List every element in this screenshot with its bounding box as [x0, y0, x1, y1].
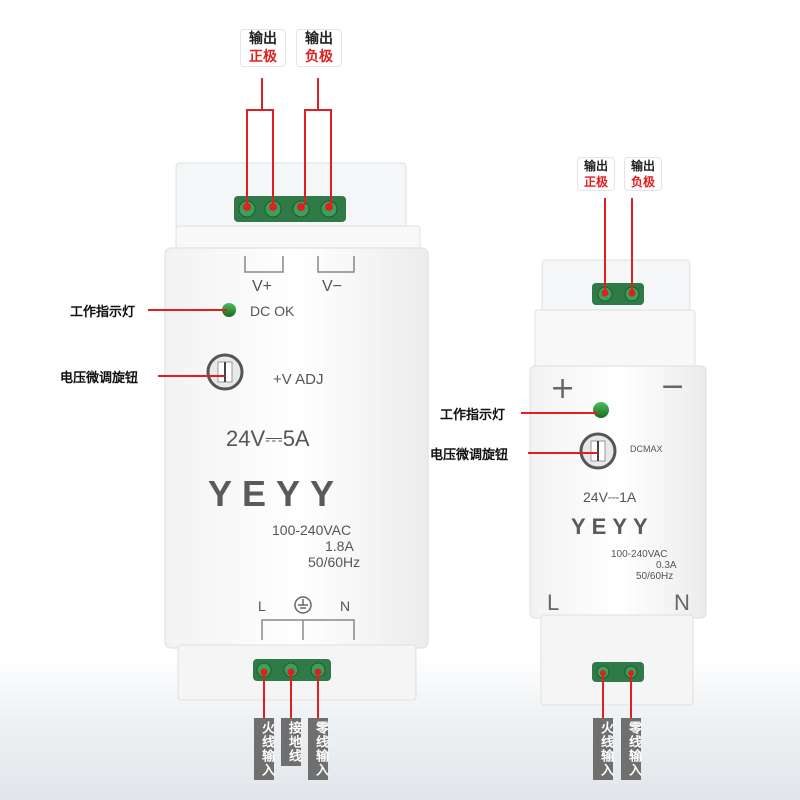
small-neutral-input-tag: 零线输入 — [621, 718, 641, 780]
ground-icon — [294, 596, 312, 614]
big-output-negative-tag: 输出 负极 — [297, 30, 341, 66]
big-output-negative-line2: 负极 — [305, 49, 333, 65]
small-power-supply: + − DCMAX 24V⎓1A YEYY 100-240VAC 0.3A 50… — [521, 198, 707, 718]
big-live-input-tag: 火线输入 — [254, 718, 274, 780]
big-ground-tag: 接地线 — [281, 718, 301, 766]
big-rating: 24V⎓5A — [226, 426, 310, 451]
small-plus: + — [550, 371, 575, 406]
small-output-positive-line2: 正极 — [583, 175, 608, 189]
small-output-negative-line2: 负极 — [630, 175, 655, 189]
big-spec-voltage: 100-240VAC — [272, 522, 351, 538]
small-spec-current: 0.3A — [656, 560, 677, 571]
small-indicator-label: 工作指示灯 — [440, 408, 506, 423]
big-dc-ok-led — [222, 303, 236, 317]
small-spec-freq: 50/60Hz — [636, 571, 673, 582]
small-output-positive-line1: 输出 — [583, 159, 608, 173]
big-output-positive-line1: 输出 — [249, 31, 277, 47]
big-terminal-vplus: V+ — [252, 278, 272, 295]
big-output-terminals — [234, 196, 346, 222]
small-output-positive-tag: 输出 正极 — [578, 158, 614, 190]
big-power-supply: V+ V− DC OK +V ADJ 24V⎓5A YEYY 100-240VA… — [148, 78, 429, 718]
big-terminal-vminus: V− — [322, 278, 342, 295]
big-spec-current: 1.8A — [325, 538, 354, 554]
small-knob-label: 电压微调旋钮 — [430, 448, 509, 463]
big-spec-freq: 50/60Hz — [308, 554, 360, 570]
big-output-positive-line2: 正极 — [249, 49, 277, 65]
small-output-negative-tag: 输出 负极 — [625, 158, 661, 190]
big-input-terminals — [253, 659, 331, 681]
small-bottom-N: N — [674, 590, 690, 615]
big-bottom-pointer-lines — [263, 672, 319, 718]
small-output-negative-line1: 输出 — [630, 159, 655, 173]
big-output-positive-tag: 输出 正极 — [241, 30, 285, 66]
small-spec-voltage: 100-240VAC — [611, 549, 668, 560]
small-bottom-L: L — [547, 590, 559, 615]
big-bottom-L: L — [258, 598, 266, 614]
big-bottom-N: N — [340, 598, 350, 614]
big-knob-label: 电压微调旋钮 — [60, 371, 139, 386]
big-dc-ok-text: DC OK — [250, 303, 295, 319]
small-knob-text: DCMAX — [630, 444, 663, 454]
small-input-terminals — [592, 662, 644, 682]
small-led — [593, 402, 609, 418]
small-live-input-tag: 火线输入 — [593, 718, 613, 780]
small-output-terminals — [592, 283, 644, 305]
big-adjust-text: +V ADJ — [273, 371, 323, 388]
small-rating: 24V⎓1A — [583, 489, 637, 505]
big-top-pointer-lines — [246, 78, 332, 205]
small-brand: YEYY — [571, 514, 654, 539]
big-indicator-label: 工作指示灯 — [70, 305, 136, 320]
big-neutral-input-tag: 零线输入 — [308, 718, 328, 780]
big-brand: YEYY — [208, 473, 344, 514]
small-adjust-knob — [579, 432, 617, 470]
small-minus: − — [660, 369, 685, 404]
big-adjust-knob — [206, 353, 244, 391]
big-output-negative-line1: 输出 — [305, 31, 333, 47]
